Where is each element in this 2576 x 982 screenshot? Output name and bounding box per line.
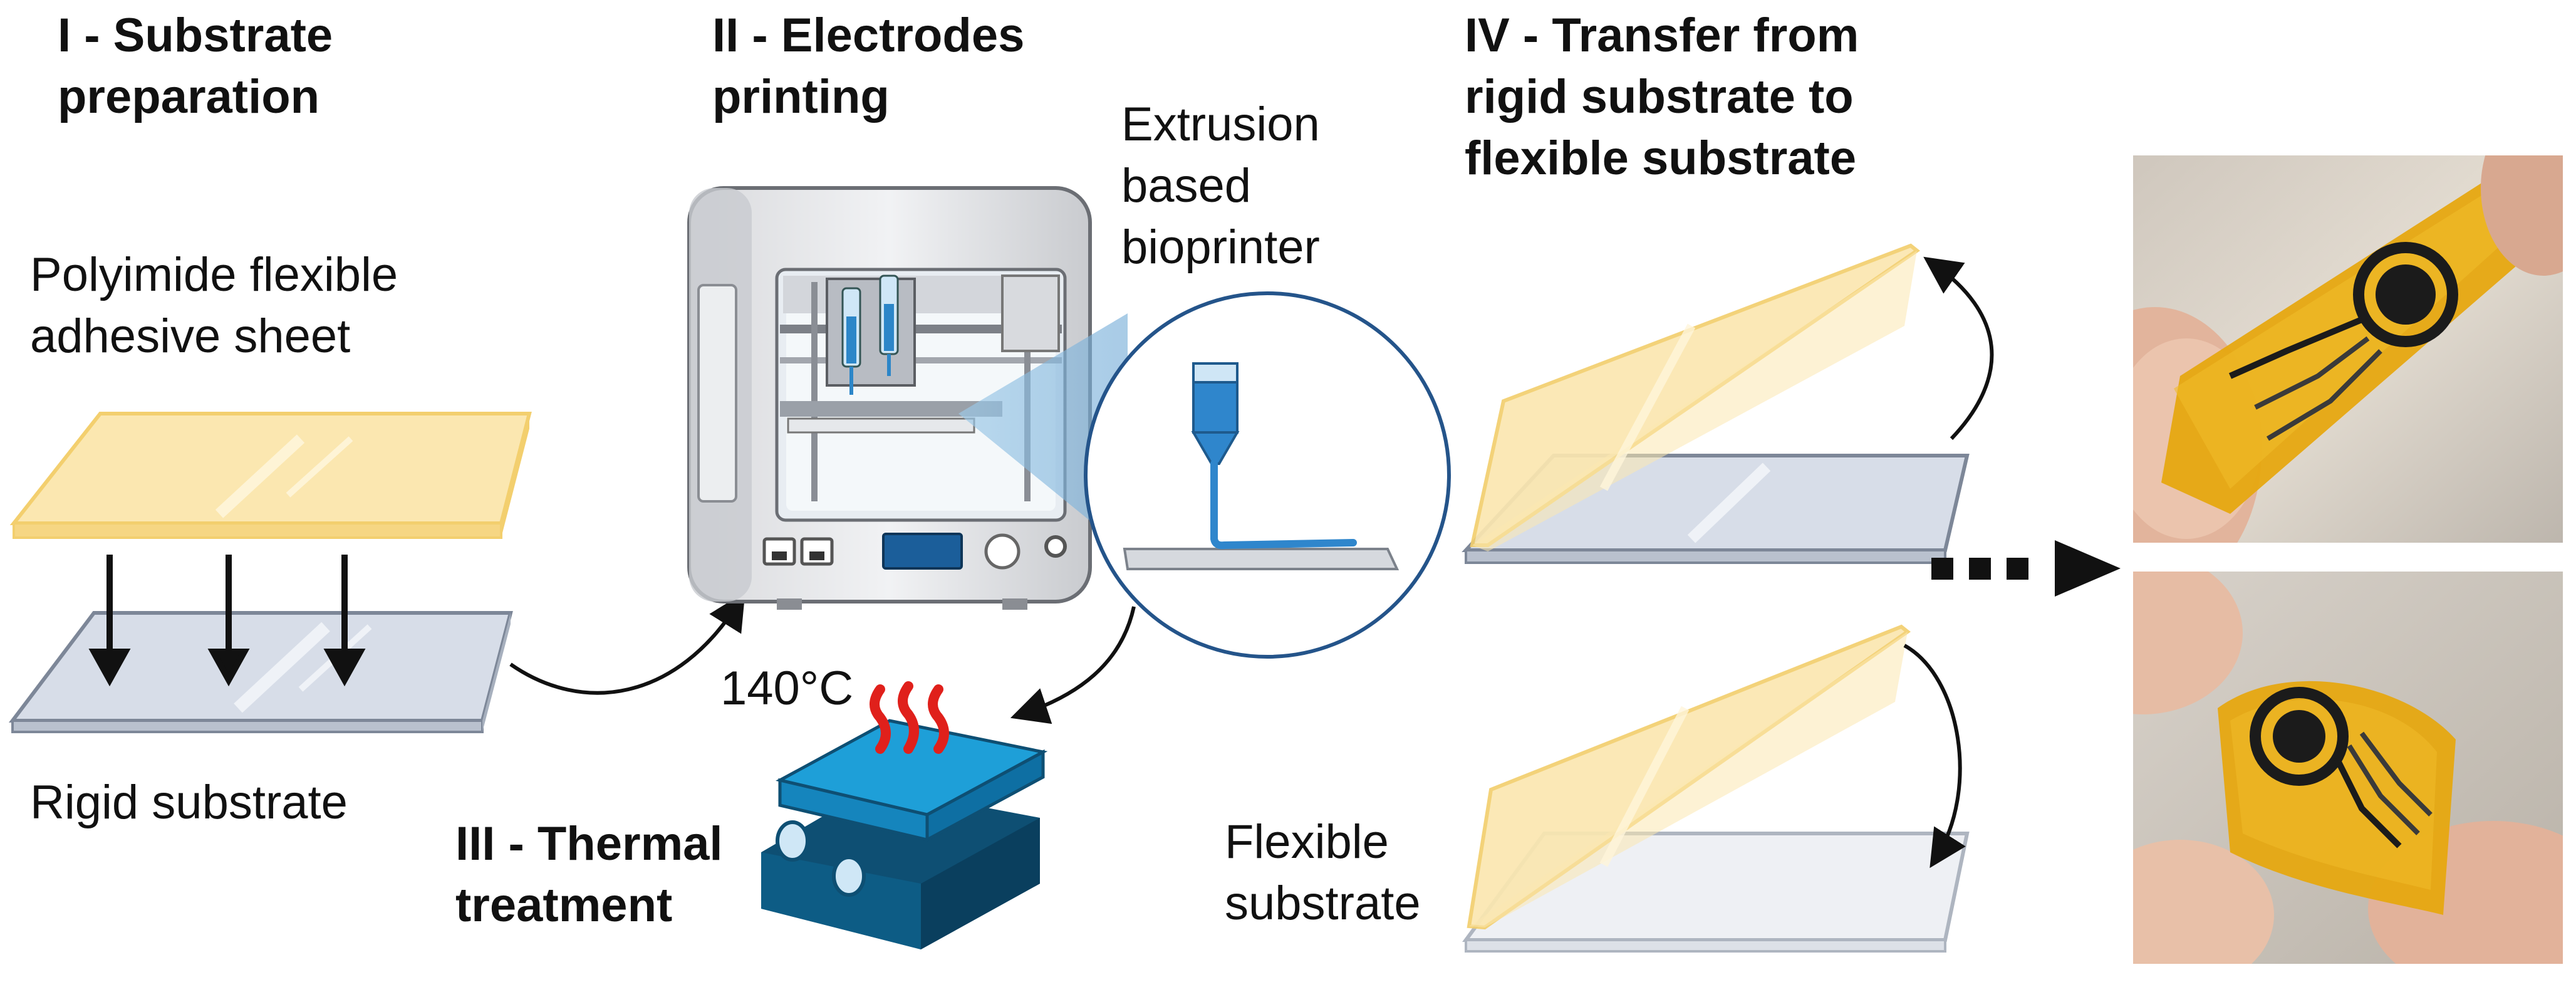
step2-heading-line: II - Electrodes <box>712 9 1025 62</box>
rigid-substrate-label: Rigid substrate <box>30 772 348 833</box>
transfer-bottom <box>1462 624 1970 953</box>
printer-icon <box>687 186 1092 610</box>
bioprinter-label: Extrusion based bioprinter <box>1121 94 1320 278</box>
heat-waves <box>870 681 949 754</box>
step4-heading: IV - Transfer from rigid substrate to fl… <box>1465 5 1859 189</box>
photo-electrode-bent <box>2133 572 2563 964</box>
arrow-to-printer <box>509 592 745 695</box>
step4-heading-line: flexible substrate <box>1465 132 1857 185</box>
bioprinter-label-line: based <box>1121 159 1252 212</box>
step1-heading: I - Substrate preparation <box>58 5 333 128</box>
polyimide-sheet <box>9 412 532 539</box>
rigid-substrate-label-line: Rigid substrate <box>30 776 348 829</box>
polyimide-label: Polyimide flexible adhesive sheet <box>30 244 398 367</box>
rigid-glass-substrate <box>8 611 513 733</box>
step3-heading-line: III - Thermal <box>455 817 723 870</box>
temperature-label-line: 140°C <box>720 662 854 715</box>
flexible-substrate-label-line: substrate <box>1225 877 1421 930</box>
polyimide-label-line: adhesive sheet <box>30 310 351 363</box>
polyimide-label-line: Polyimide flexible <box>30 248 398 301</box>
temperature-label: 140°C <box>720 658 853 719</box>
transfer-top <box>1462 243 1994 564</box>
step4-heading-line: IV - Transfer from <box>1465 9 1859 62</box>
photo-electrode-flat <box>2133 155 2563 543</box>
down-arrows <box>88 555 366 687</box>
step2-heading-line: printing <box>712 70 890 123</box>
flexible-substrate-label: Flexible substrate <box>1225 812 1421 934</box>
step2-heading: II - Electrodes printing <box>712 5 1024 128</box>
flexible-substrate-label-line: Flexible <box>1225 815 1389 869</box>
bioprinter-label-line: Extrusion <box>1121 98 1320 151</box>
hotplate-icon <box>761 719 1048 949</box>
step3-heading: III - Thermal treatment <box>455 813 723 936</box>
nozzle-icon <box>1084 291 1451 659</box>
step1-heading-line: preparation <box>58 70 320 123</box>
arrow-to-hotplate <box>1010 606 1136 724</box>
step3-heading-line: treatment <box>455 879 673 932</box>
bioprinter-label-line: bioprinter <box>1121 221 1320 274</box>
step4-heading-line: rigid substrate to <box>1465 70 1854 123</box>
result-arrow <box>1931 540 2121 597</box>
step1-heading-line: I - Substrate <box>58 9 333 62</box>
